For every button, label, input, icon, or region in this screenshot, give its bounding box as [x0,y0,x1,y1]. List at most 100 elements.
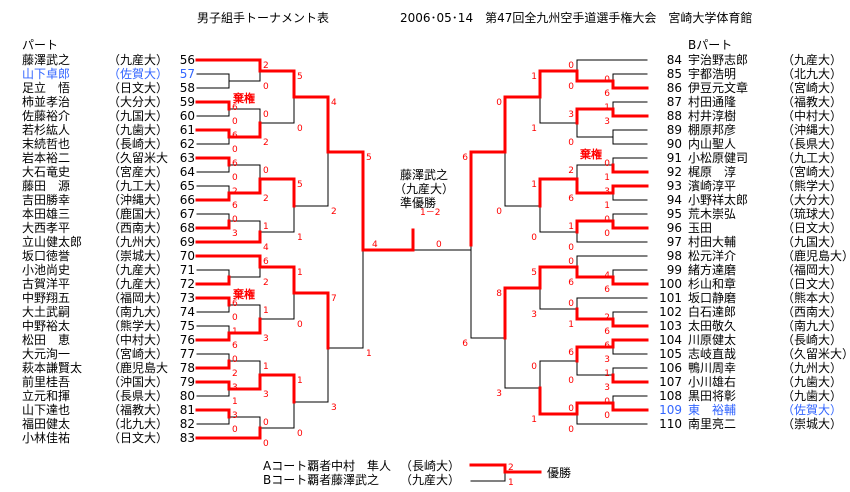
player-name: 柿並孝治 [22,95,71,109]
right-part-label: Bパート [688,38,733,52]
player-name: 立元和揮 [22,389,71,403]
player-school: （宮崎大） [782,81,843,95]
player-school: （南九大） [108,305,169,319]
b-court-school: （九産大） [400,473,461,487]
player-number: 60 [179,109,195,123]
player-school: （大分大） [108,95,169,109]
b-court-score: 1 [508,478,514,488]
player-school: （福教大） [108,403,169,417]
score-label: 0 [232,145,238,155]
score-label: 5 [531,268,537,278]
player-name: 大石竜史 [22,165,71,179]
player-number: 83 [179,431,195,445]
score-label: 5 [366,153,372,163]
score-label: 3 [604,117,610,127]
player-school: （中村大） [782,109,843,123]
player-school: （九州大） [108,235,169,249]
runner-up-school: （九産大） [394,182,455,196]
player-name: 立山健太郎 [22,235,83,249]
player-name: 古賀洋平 [22,277,71,291]
score-label: 2 [568,166,574,176]
player-name: 小池尚史 [22,263,71,277]
player-number: 96 [666,221,682,235]
runner-up-name: 藤澤武之 [400,168,449,182]
player-name: 坂口徳誉 [22,249,71,263]
player-number: 104 [659,333,682,347]
forfeit-label: 棄権 [233,92,255,105]
player-school: （九産大） [108,53,169,67]
player-school: （鹿国大） [108,207,169,221]
score-label: 6 [232,131,238,141]
player-school: （九国大） [108,109,169,123]
player-name: 玉田 [688,221,713,235]
score-label: 3 [496,389,502,399]
player-number: 63 [179,151,195,165]
player-number: 92 [666,165,682,179]
player-number: 86 [666,81,682,95]
player-name: 村田通隆 [688,95,737,109]
player-school: （崇城大） [782,417,843,431]
score-label: 0 [232,173,238,183]
player-school: （鹿児島大） [782,249,850,263]
player-school: （長県大） [782,137,843,151]
score-label: 1 [604,201,610,211]
player-number: 90 [666,137,682,151]
player-name: 大西孝平 [22,221,71,235]
score-label: 4 [604,271,610,281]
runner-up-score: 1－2 [420,208,441,218]
score-label: 0 [232,355,238,365]
player-school: （久留米大 [108,151,169,165]
a-court-score: 2 [508,463,514,473]
player-school: （長県大） [108,389,169,403]
score-label: 3 [604,383,610,393]
score-label: 1 [568,320,574,330]
player-number: 97 [666,235,682,249]
score-label: 0 [604,411,610,421]
player-number: 94 [666,193,682,207]
player-number: 102 [659,305,682,319]
score-label: 5 [297,180,303,190]
player-name: 宇都浩明 [688,67,737,81]
score-label: 0 [263,166,269,176]
player-name: 前里桂吾 [22,375,71,389]
player-school: （宮崎大） [108,347,169,361]
player-name: 萩本謙賢太 [22,361,83,375]
player-name: 松元洋介 [688,249,737,263]
player-school: （熊学大） [782,179,843,193]
score-label: 6 [462,153,468,163]
player-school: （九工大） [108,179,169,193]
player-school: （九歯大） [782,389,843,403]
player-name: 若杉紘人 [22,123,71,137]
score-label: 3 [232,229,238,239]
player-school: （九工大） [782,151,843,165]
a-court-label: Aコート覇者 [263,459,332,473]
player-name: 藤澤武之 [22,53,71,67]
player-school: （九産大） [782,53,843,67]
score-label: 2 [263,138,269,148]
player-school: （北九大） [782,67,843,81]
player-name: 白石達郎 [688,305,737,319]
player-name: 吉田勝幸 [22,193,71,207]
score-label: 5 [297,72,303,82]
score-label: 1 [232,327,238,337]
score-label: 3 [232,411,238,421]
score-label: 3 [263,334,269,344]
score-label: 0 [232,425,238,435]
player-school: （沖縄大） [782,123,843,137]
player-number: 85 [666,67,682,81]
score-label: 2 [232,369,238,379]
score-label: 3 [331,403,337,413]
player-school: （宮崎大） [782,165,843,179]
player-name: 黒田将彰 [688,389,737,403]
player-name: 川原健太 [688,333,737,347]
player-school: （沖縄大） [108,193,169,207]
player-school: （西南大） [108,221,169,235]
score-label: 2 [263,194,269,204]
player-school: （北九大） [108,417,169,431]
final-left-score: 4 [372,240,378,250]
player-number: 101 [659,291,682,305]
player-name: 佐藤裕介 [22,109,71,123]
score-label: 2 [232,187,238,197]
player-school: （沖国大） [108,375,169,389]
player-name: 本田雄三 [22,207,71,221]
